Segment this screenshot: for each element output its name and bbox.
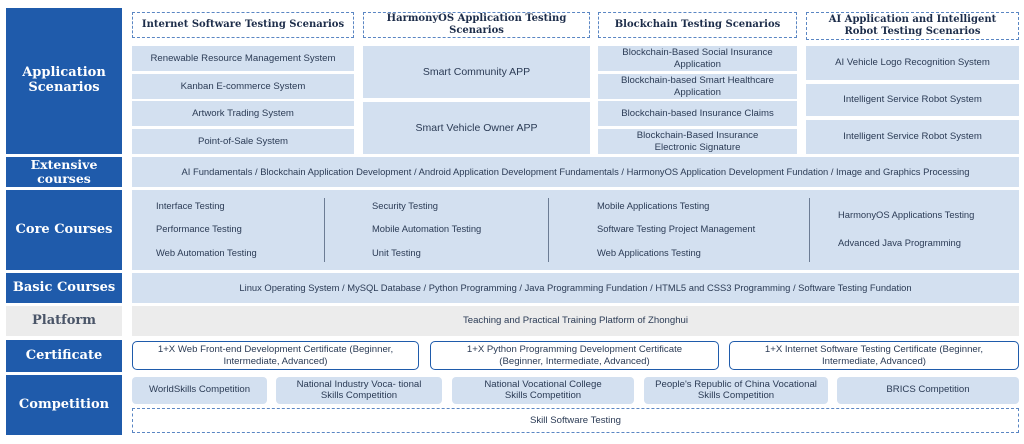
core-course: Software Testing Project Management bbox=[597, 223, 756, 234]
core-course: Performance Testing bbox=[156, 223, 242, 234]
label-platform: Platform bbox=[6, 306, 122, 336]
competition-box: BRICS Competition bbox=[837, 377, 1019, 404]
scenario-box: Blockchain-Based Insurance Electronic Si… bbox=[598, 129, 797, 154]
header-ai-robot-testing: AI Application and Intelligent Robot Tes… bbox=[806, 12, 1019, 40]
competition-box: National Vocational College Skills Compe… bbox=[452, 377, 634, 404]
scenario-box: Smart Community APP bbox=[363, 46, 590, 98]
extensive-courses-band: AI Fundamentals / Blockchain Application… bbox=[132, 157, 1019, 187]
label-basic-courses: Basic Courses bbox=[6, 273, 122, 303]
core-courses-band bbox=[132, 190, 1019, 270]
header-internet-testing: Internet Software Testing Scenarios bbox=[132, 12, 354, 38]
basic-courses-band: Linux Operating System / MySQL Database … bbox=[132, 273, 1019, 303]
core-course: Interface Testing bbox=[156, 200, 225, 211]
label-extensive-courses: Extensive courses bbox=[6, 157, 122, 187]
divider bbox=[548, 198, 549, 262]
platform-band: Teaching and Practical Training Platform… bbox=[132, 306, 1019, 336]
competition-box: People's Republic of China Vocational Sk… bbox=[644, 377, 828, 404]
core-course: Unit Testing bbox=[372, 247, 421, 258]
divider bbox=[324, 198, 325, 262]
header-harmonyos-testing: HarmonyOS Application Testing Scenarios bbox=[363, 12, 590, 38]
divider bbox=[809, 198, 810, 262]
core-course: HarmonyOS Applications Testing bbox=[838, 209, 975, 220]
competition-box: WorldSkills Competition bbox=[132, 377, 267, 404]
core-course: Web Applications Testing bbox=[597, 247, 701, 258]
scenario-box: Renewable Resource Management System bbox=[132, 46, 354, 71]
scenario-box: Point-of-Sale System bbox=[132, 129, 354, 154]
scenario-box: Smart Vehicle Owner APP bbox=[363, 102, 590, 154]
scenario-box: Blockchain-Based Social Insurance Applic… bbox=[598, 46, 797, 71]
core-course: Web Automation Testing bbox=[156, 247, 257, 258]
scenario-box: Kanban E-commerce System bbox=[132, 74, 354, 99]
label-core-courses: Core Courses bbox=[6, 190, 122, 270]
scenario-box: Intelligent Service Robot System bbox=[806, 120, 1019, 154]
scenario-box: Intelligent Service Robot System bbox=[806, 84, 1019, 116]
competition-box: National Industry Voca- tional Skills Co… bbox=[276, 377, 442, 404]
core-course: Advanced Java Programming bbox=[838, 237, 961, 248]
scenario-box: AI Vehicle Logo Recognition System bbox=[806, 46, 1019, 80]
core-course: Security Testing bbox=[372, 200, 439, 211]
header-blockchain-testing: Blockchain Testing Scenarios bbox=[598, 12, 797, 38]
scenario-box: Artwork Trading System bbox=[132, 101, 354, 126]
label-certificate: Certificate bbox=[6, 340, 122, 372]
label-application-scenarios: Application Scenarios bbox=[6, 8, 122, 154]
core-course: Mobile Applications Testing bbox=[597, 200, 710, 211]
competition-footer: Skill Software Testing bbox=[132, 408, 1019, 433]
certificate-box: 1+X Web Front-end Development Certificat… bbox=[132, 341, 419, 370]
scenario-box: Blockchain-based Smart Healthcare Applic… bbox=[598, 74, 797, 99]
certificate-box: 1+X Internet Software Testing Certificat… bbox=[729, 341, 1019, 370]
core-course: Mobile Automation Testing bbox=[372, 223, 482, 234]
label-competition: Competition bbox=[6, 375, 122, 435]
scenario-box: Blockchain-based Insurance Claims bbox=[598, 101, 797, 126]
certificate-box: 1+X Python Programming Development Certi… bbox=[430, 341, 719, 370]
